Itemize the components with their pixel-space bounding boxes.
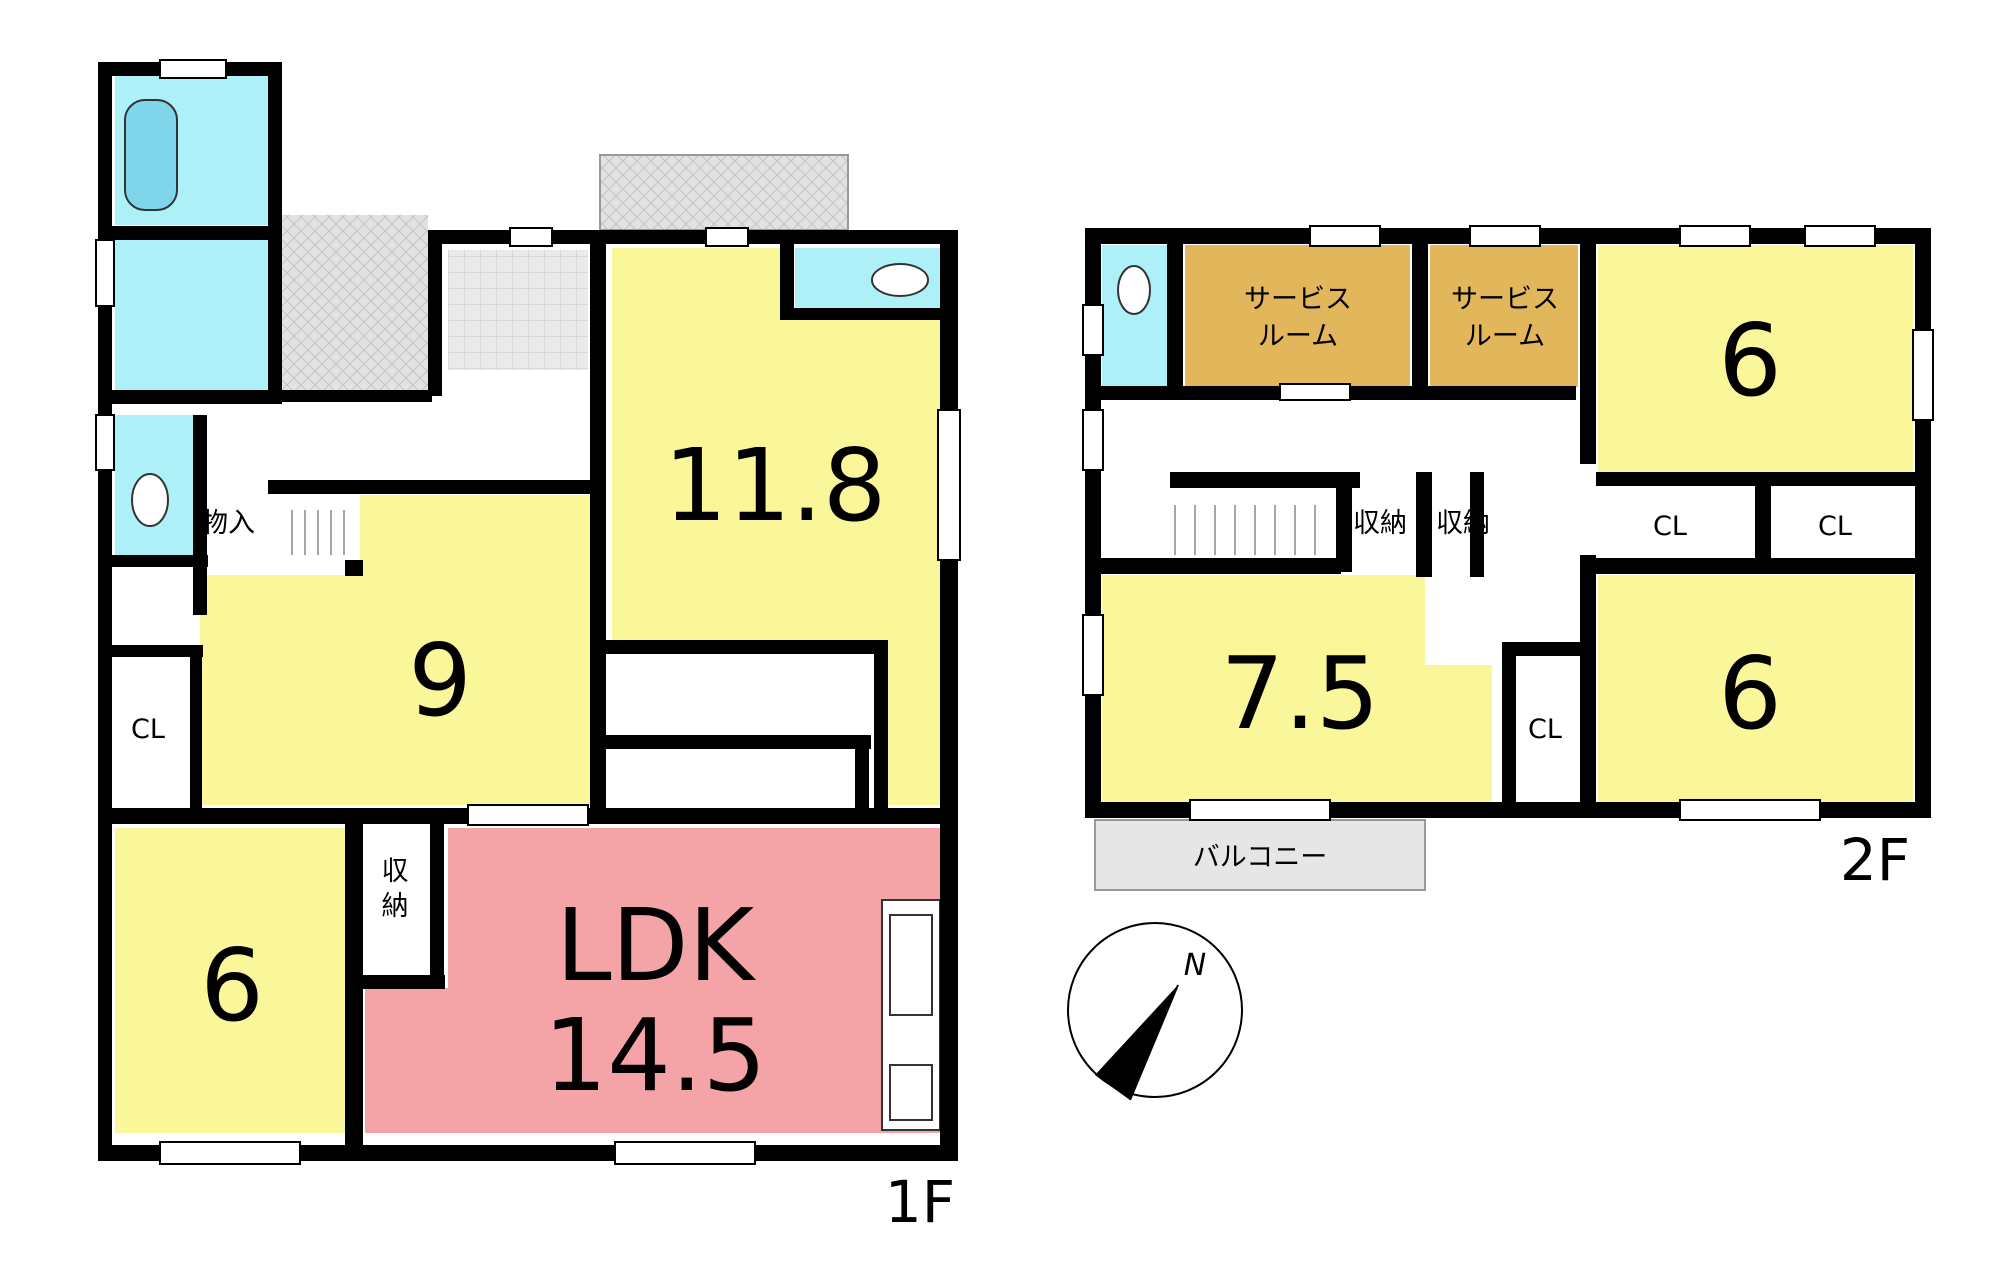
entry-porch [282,215,428,391]
compass-icon: N [1067,922,1243,1101]
service-room-a [1185,245,1410,387]
toilet-icon [131,473,169,527]
room-6-1f-label: 6 [200,927,264,1044]
sink-icon [889,914,933,1016]
room-6-2f-top-label: 6 [1718,302,1782,419]
stairs-2f [1174,505,1316,555]
stairs-1f [291,510,345,555]
washroom [115,240,270,390]
toilet-icon [871,263,929,297]
storage-1f-v2: 納 [382,891,409,922]
closet-2f-a-label: CL [1653,511,1687,542]
closet-1f-label: CL [131,714,165,745]
back-porch [599,154,849,231]
windows-1f [95,59,961,1165]
service-room-b-label-2: ルーム [1465,321,1545,352]
storage-2f-a-label: 収納 [1353,508,1407,539]
closet-2f-b-label: CL [1818,511,1852,542]
windows-2f [1082,225,1934,821]
toilet-icon [1117,265,1151,315]
service-room-a-label-1: サービス [1244,284,1352,315]
room-ldk [365,828,940,1133]
bathtub-icon [124,99,178,211]
room-6-2f-bottom [1598,575,1913,802]
balcony [1094,819,1426,891]
stove-icon [889,1064,933,1121]
genkan-floor [448,250,588,370]
room-6-1f [115,828,345,1133]
storage-1f-v1: 収 [382,856,409,887]
ldk-label: LDK [556,887,757,1004]
ldk-size-label: 14.5 [544,997,767,1114]
floor-1-plan: 11.8 9 6 LDK 14.5 CL 物入 収 納 1F [95,59,961,1236]
storage-2f-b-label: 収納 [1436,508,1490,539]
service-room-b-label-1: サービス [1451,284,1559,315]
floor-2-plan: サービス ルーム サービス ルーム 6 7.5 6 収納 収納 CL CL CL… [1082,225,1934,894]
closet-2f-c-label: CL [1528,714,1562,745]
floor-2-label: 2F [1840,826,1910,894]
room-11-8-label: 11.8 [664,427,887,544]
room-7-5-label: 7.5 [1220,635,1379,752]
room-9-label: 9 [408,622,472,739]
balcony-label: バルコニー [1193,842,1327,873]
room-11-8 [612,248,940,805]
room-9 [200,495,590,805]
service-room-a-label-2: ルーム [1258,321,1338,352]
storage-1f-label: 物入 [201,508,255,539]
service-room-b [1430,245,1578,387]
compass-north-label: N [1184,948,1206,983]
room-7-5 [1102,575,1492,802]
room-6-2f-bottom-label: 6 [1718,635,1782,752]
floor-1-label: 1F [885,1168,955,1236]
room-6-2f-top [1598,245,1913,473]
